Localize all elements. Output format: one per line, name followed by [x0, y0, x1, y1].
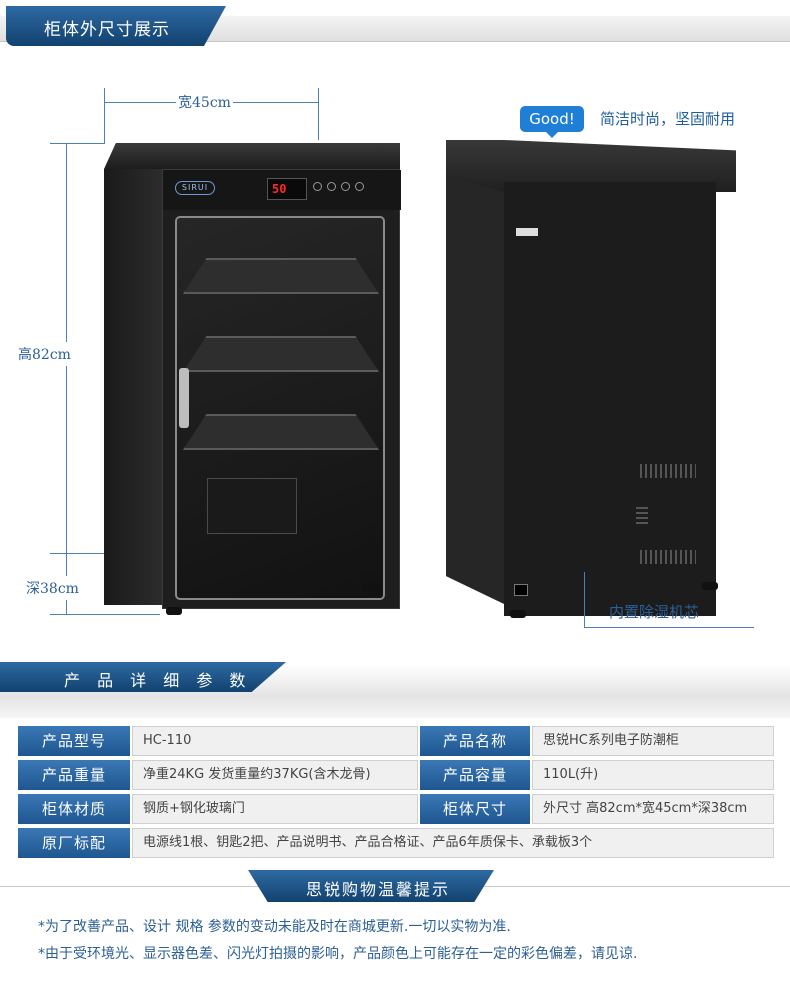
header-tab: 柜体外尺寸展示 — [6, 6, 226, 46]
table-row: 原厂标配 电源线1根、钥匙2把、产品说明书、产品合格证、产品6年质保卡、承载板3… — [18, 828, 774, 858]
vent-grille — [640, 464, 696, 478]
callout-line-vertical — [584, 572, 585, 628]
section-header-tips: 思锐购物温馨提示 — [0, 870, 790, 910]
specs-title: 产 品 详 细 参 数 — [64, 671, 252, 690]
width-tick-left — [104, 88, 105, 144]
cabinet-side — [104, 169, 162, 605]
height-label: 高82cm — [18, 342, 71, 366]
note-item: *为了改善产品、设计 规格 参数的变动未能及时在商城更新.一切以实物为准. — [38, 919, 511, 935]
spec-key: 柜体材质 — [18, 794, 130, 824]
notes-list: *为了改善产品、设计 规格 参数的变动未能及时在商城更新.一切以实物为准. *由… — [38, 914, 778, 968]
width-tick-right — [318, 88, 319, 140]
panel-button-icon — [355, 182, 364, 191]
depth-tick-top — [50, 553, 104, 554]
spec-value: 钢质+钢化玻璃门 — [132, 794, 418, 824]
spec-value: 电源线1根、钥匙2把、产品说明书、产品合格证、产品6年质保卡、承载板3个 — [132, 828, 774, 858]
shelf — [183, 336, 379, 372]
brand-logo: SIRUI — [175, 181, 215, 195]
control-panel: SIRUI 50 — [163, 170, 401, 210]
glass-door — [175, 216, 385, 600]
panel-buttons — [313, 182, 373, 198]
good-slogan: 简洁时尚，坚固耐用 — [600, 110, 736, 128]
vent-grille — [640, 550, 696, 564]
spec-value: 110L(升) — [532, 760, 774, 790]
spec-value: 外尺寸 高82cm*宽45cm*深38cm — [532, 794, 774, 824]
header-tab: 思锐购物温馨提示 — [248, 870, 494, 902]
vent-grille — [636, 504, 648, 524]
spec-key: 产品名称 — [420, 726, 530, 756]
section-header-specs: 产 品 详 细 参 数 — [0, 658, 790, 718]
depth-tick-bottom — [50, 614, 160, 615]
panel-button-icon — [341, 182, 350, 191]
depth-label: 深38cm — [26, 576, 79, 600]
note-item: *由于受环境光、显示器色差、闪光灯拍摄的影响，产品颜色上可能存在一定的彩色偏差，… — [38, 946, 638, 962]
door-handle — [179, 368, 189, 428]
cabinet-door: SIRUI 50 — [162, 169, 401, 609]
tips-title: 思锐购物温馨提示 — [306, 880, 451, 899]
table-row: 产品重量 净重24KG 发货重量约37KG(含木龙骨) 产品容量 110L(升) — [18, 760, 774, 790]
spec-value: 净重24KG 发货重量约37KG(含木龙骨) — [132, 760, 418, 790]
cabinet-foot — [510, 610, 526, 618]
cabinet-foot — [362, 583, 378, 591]
dimensions-title: 柜体外尺寸展示 — [44, 20, 170, 40]
table-row: 产品型号 HC-110 产品名称 思锐HC系列电子防潮柜 — [18, 726, 774, 756]
cabinet-back-side — [446, 140, 504, 604]
callout-label: 内置除湿机芯 — [609, 603, 700, 621]
section-header-dimensions: 柜体外尺寸展示 — [0, 6, 790, 46]
panel-button-icon — [313, 182, 322, 191]
cabinet-front-image: SIRUI 50 — [104, 143, 401, 615]
cabinet-foot — [702, 582, 718, 590]
spec-value: HC-110 — [132, 726, 418, 756]
spec-key: 产品容量 — [420, 760, 530, 790]
display-value: 50 — [272, 182, 287, 196]
table-row: 柜体材质 钢质+钢化玻璃门 柜体尺寸 外尺寸 高82cm*宽45cm*深38cm — [18, 794, 774, 824]
spec-value: 思锐HC系列电子防潮柜 — [532, 726, 774, 756]
cabinet-back-panel — [504, 182, 716, 616]
cabinet-back-image — [446, 140, 736, 620]
shelf — [183, 258, 379, 294]
good-badge: Good! — [520, 106, 584, 138]
power-socket-icon — [514, 584, 528, 596]
header-tab: 产 品 详 细 参 数 — [0, 662, 286, 692]
width-label: 宽45cm — [176, 92, 233, 112]
label-sticker — [516, 228, 538, 236]
spec-key: 产品型号 — [18, 726, 130, 756]
height-tick-top — [50, 143, 104, 144]
cabinet-foot — [166, 607, 182, 615]
dehumidifier-unit — [207, 478, 297, 534]
shelf — [183, 414, 379, 450]
spec-key: 柜体尺寸 — [420, 794, 530, 824]
panel-button-icon — [327, 182, 336, 191]
cabinet-top — [104, 143, 400, 169]
spec-key: 原厂标配 — [18, 828, 130, 858]
spec-key: 产品重量 — [18, 760, 130, 790]
callout-line-horizontal — [584, 627, 754, 628]
humidity-display: 50 — [267, 178, 307, 200]
